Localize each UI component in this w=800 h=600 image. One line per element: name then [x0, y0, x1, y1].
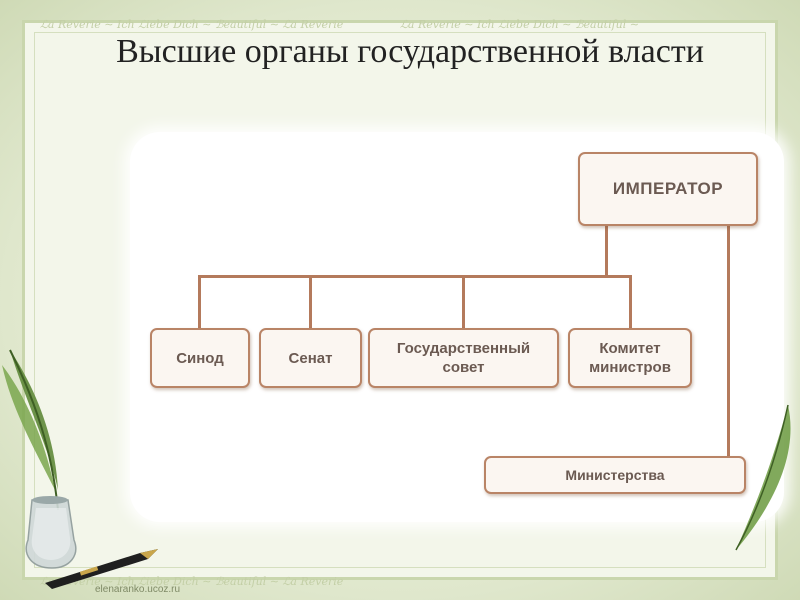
frame-script-decoration: ℒa Reverie ∼ Ich ℒiebe Dich ∼ ℬeautiful …: [400, 18, 639, 31]
connector-senate: [309, 275, 312, 330]
node-committee-label: Комитет министров: [589, 340, 671, 376]
connector-committee: [629, 275, 632, 330]
connector-emperor-ministries: [727, 225, 730, 458]
frame-script-decoration: ℒa Reverie ∼ Ich ℒiebe Dich ∼ ℬeautiful …: [40, 575, 344, 588]
node-synod-label: Синод: [176, 349, 224, 367]
node-senate-label: Сенат: [288, 349, 333, 367]
node-emperor-label: ИМПЕРАТОР: [612, 179, 724, 198]
node-senate: Сенат: [259, 328, 362, 388]
slide-title: Высшие органы государственной власти: [116, 33, 704, 70]
node-committee-of-ministers: Комитет министров: [568, 328, 692, 388]
footer-site-credit: elenaranko.ucoz.ru: [95, 584, 181, 595]
quill-inkwell-icon: [2, 349, 77, 569]
fountain-pen-icon: [45, 549, 158, 589]
connector-synod: [198, 275, 201, 330]
node-ministries-label: Министерства: [565, 467, 665, 483]
node-synod: Синод: [150, 328, 250, 388]
connector-horizontal-bus: [198, 275, 632, 278]
connector-emperor-down: [605, 225, 608, 277]
connector-state-council: [462, 275, 465, 330]
node-emperor: ИМПЕРАТОР: [578, 152, 758, 226]
frame-script-decoration: ℒa Reverie ∼ Ich ℒiebe Dich ∼ ℬeautiful …: [40, 18, 344, 31]
node-state-council-label: Государственный совет: [396, 340, 531, 376]
node-state-council: Государственный совет: [368, 328, 559, 388]
node-ministries: Министерства: [484, 456, 746, 494]
leaf-icon: [735, 404, 791, 551]
